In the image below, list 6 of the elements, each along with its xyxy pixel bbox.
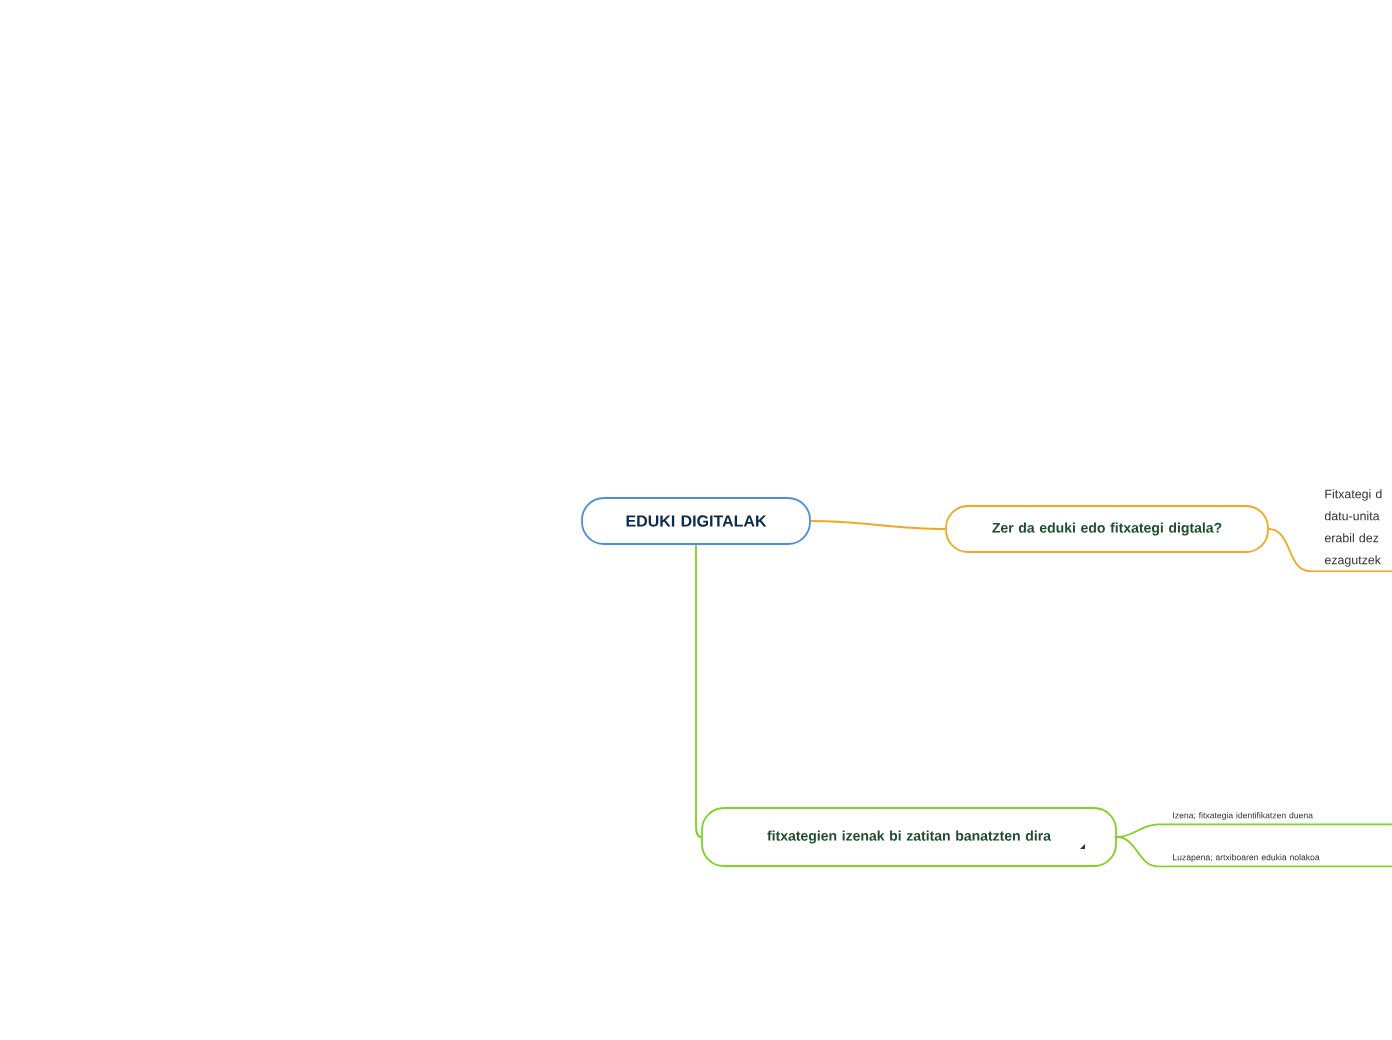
connector-line — [1116, 823, 1159, 838]
connector-line — [1116, 836, 1159, 868]
connector-line — [810, 520, 946, 530]
connector-line — [1268, 528, 1311, 573]
topic-box: EDUKI DIGITALAK — [581, 497, 811, 545]
connector-line — [695, 544, 702, 838]
